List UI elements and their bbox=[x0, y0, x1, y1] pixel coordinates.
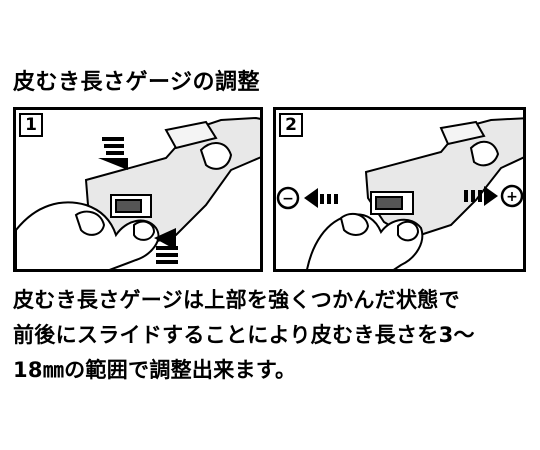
arrow-left-icon bbox=[304, 188, 338, 208]
step-1-panel: 1 bbox=[13, 107, 263, 272]
step-2-illustration: − + bbox=[276, 117, 523, 269]
wire-stripper-illustration bbox=[84, 116, 260, 250]
description-line: 18㎜の範囲で調整出来ます。 bbox=[13, 358, 297, 382]
plus-circle-icon: + bbox=[500, 184, 523, 208]
arrow-right-icon bbox=[464, 186, 498, 206]
arrow-down-icon bbox=[98, 137, 128, 170]
step-2-number: 2 bbox=[279, 113, 303, 137]
svg-text:+: + bbox=[506, 189, 518, 205]
page-title: 皮むき長さゲージの調整 bbox=[13, 70, 261, 95]
minus-circle-icon: − bbox=[276, 186, 300, 210]
hand-illustration bbox=[16, 201, 160, 269]
svg-text:−: − bbox=[282, 191, 294, 207]
arrow-up-icon bbox=[154, 228, 178, 264]
description-line: 皮むき長さゲージは上部を強くつかんだ状態で bbox=[13, 288, 460, 312]
description-line: 前後にスライドすることにより皮むき長さを3～ bbox=[13, 323, 475, 347]
step-1-illustration bbox=[16, 116, 260, 269]
step-2-panel: 2 − bbox=[273, 107, 526, 272]
description-text: 皮むき長さゲージは上部を強くつかんだ状態で 前後にスライドすることにより皮むき長… bbox=[13, 283, 528, 388]
wire-stripper-illustration bbox=[364, 117, 523, 240]
hand-illustration bbox=[306, 212, 424, 269]
step-1-number: 1 bbox=[19, 113, 43, 137]
